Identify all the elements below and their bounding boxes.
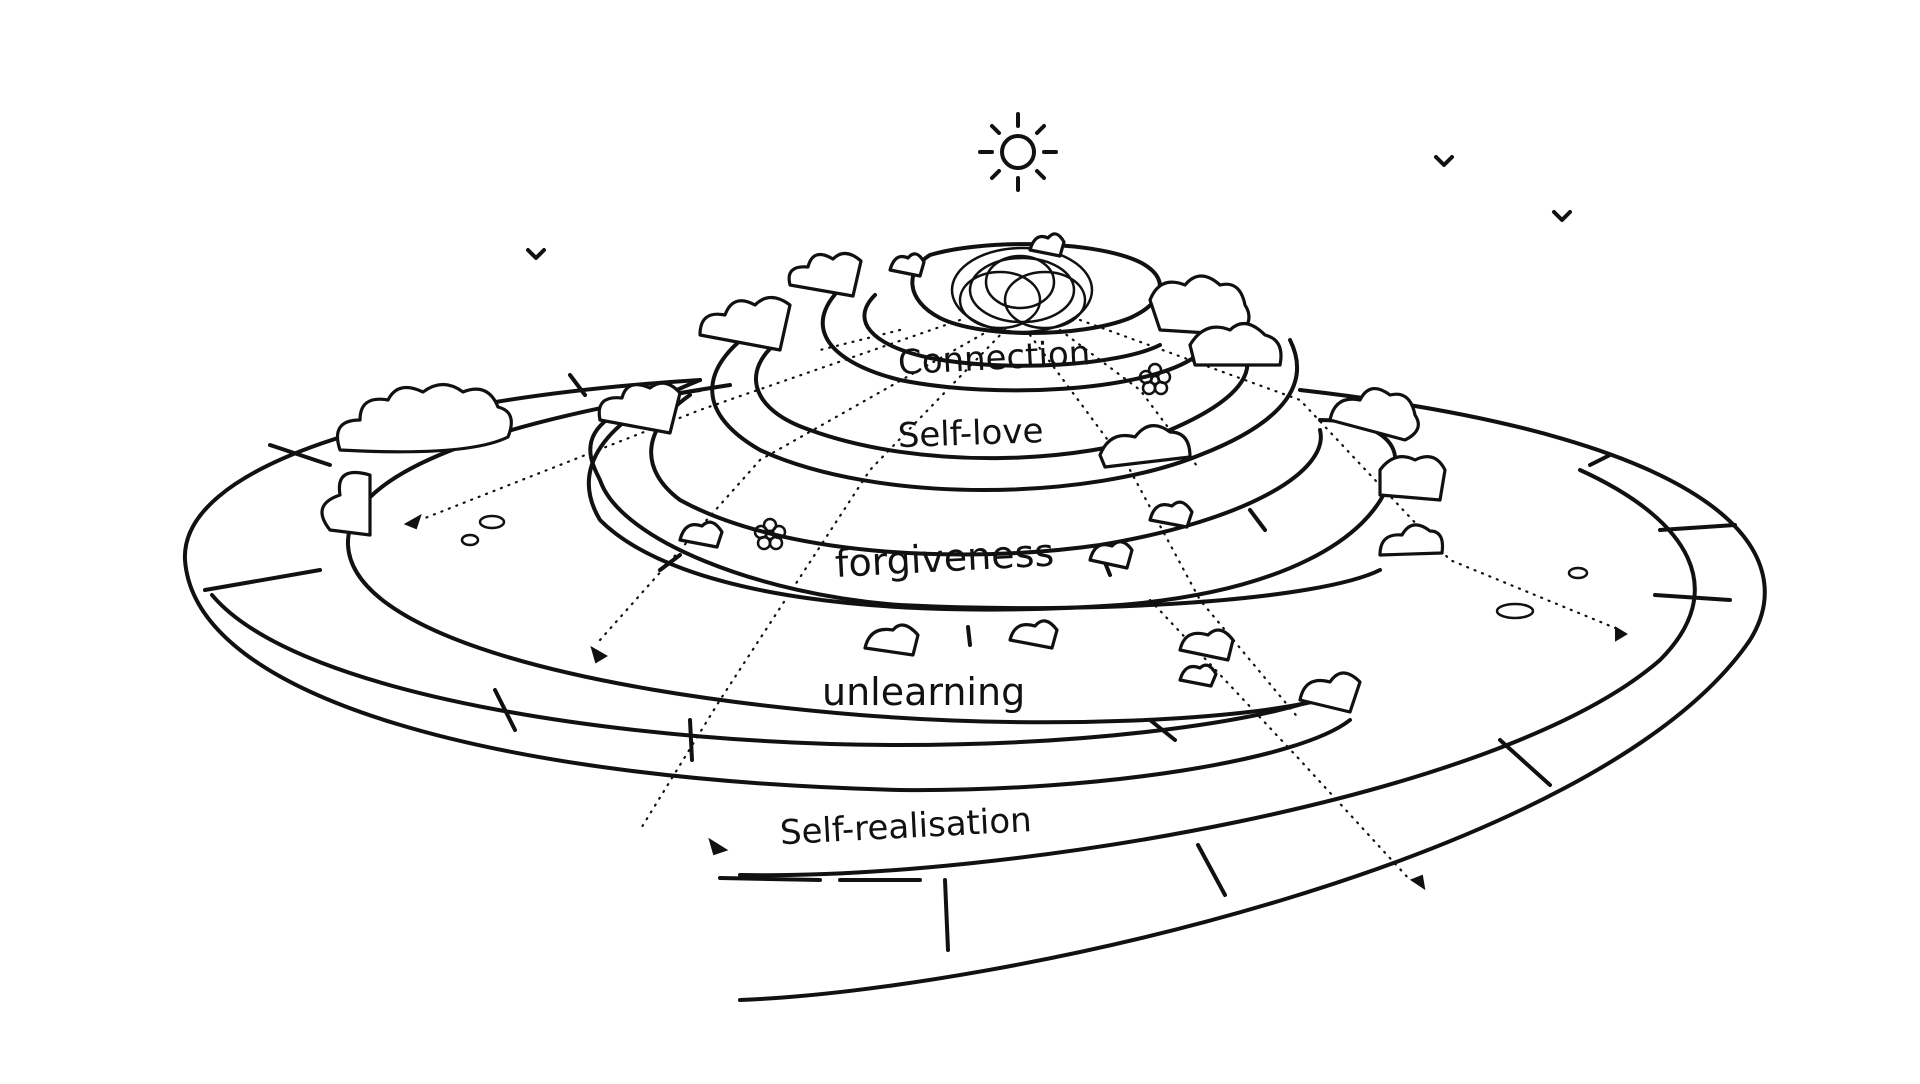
dotted-arrow-icon — [1409, 874, 1426, 891]
label-connection: Connection — [897, 333, 1091, 383]
bush-icon — [1378, 455, 1447, 502]
label-unlearning: unlearning — [822, 670, 1025, 714]
self-realisation-ring — [182, 373, 1767, 1002]
bush-icon — [1088, 540, 1134, 570]
bush-icon — [1098, 424, 1192, 469]
bush-icon — [1148, 274, 1251, 337]
bush-icon — [698, 295, 792, 352]
label-self-love: Self-love — [897, 411, 1044, 456]
stone — [460, 533, 480, 547]
flower-icon — [753, 517, 787, 551]
bird-icon — [1434, 155, 1454, 167]
dotted-arrow-icon — [403, 513, 422, 530]
bush-icon — [1298, 671, 1362, 714]
bush-icon — [1378, 523, 1445, 557]
bush-icon — [335, 382, 513, 454]
dotted-arrow-icon — [590, 645, 608, 664]
bird-icon — [1552, 210, 1572, 222]
bush-icon — [1178, 663, 1218, 688]
bush-icon — [320, 470, 372, 537]
bush-icon — [597, 381, 682, 435]
interlocking-circles-icon — [950, 246, 1094, 334]
summit — [910, 242, 1162, 335]
bush-icon — [678, 520, 724, 549]
bush-icon — [1188, 322, 1283, 367]
bush-icon — [1178, 628, 1235, 662]
bush-icon — [1028, 232, 1066, 258]
bush-icon — [888, 252, 926, 278]
stone — [1495, 602, 1535, 620]
bush-icon — [1328, 387, 1420, 442]
stone — [478, 514, 506, 530]
label-forgiveness: forgiveness — [834, 531, 1055, 586]
dotted-arrow-icon — [1615, 626, 1628, 642]
bush-icon — [1008, 619, 1059, 650]
bird-icon — [526, 248, 546, 260]
bush-icon — [787, 251, 863, 298]
bush-icon — [1148, 500, 1194, 529]
bushes — [320, 232, 1447, 714]
flower-icon — [1138, 362, 1172, 396]
self-love-ring — [710, 318, 1300, 492]
stone — [1567, 566, 1589, 580]
label-self-realisation: Self-realisation — [779, 800, 1033, 853]
dotted-arrow-icon — [708, 837, 729, 856]
bush-icon — [863, 623, 920, 657]
sun-icon — [978, 112, 1058, 192]
